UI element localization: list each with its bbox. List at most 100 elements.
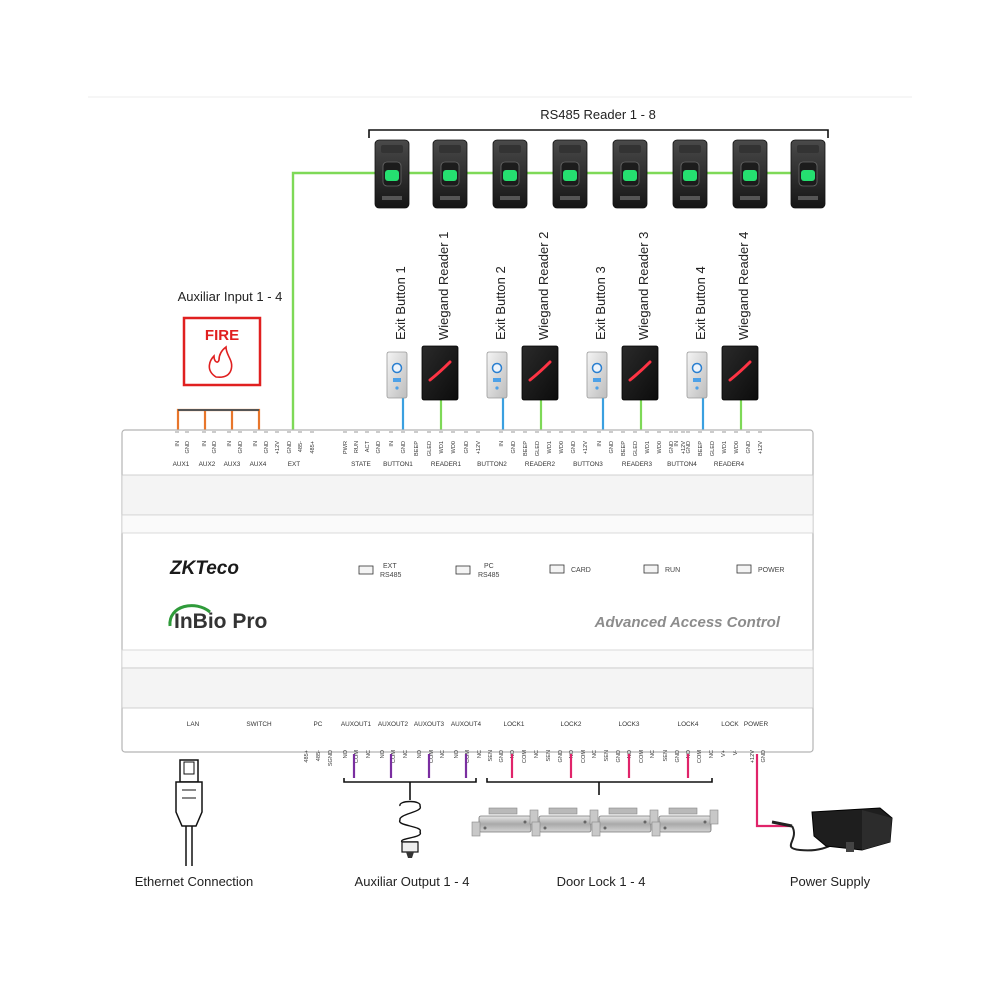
wiegand-reader-2	[520, 344, 560, 402]
fingerprint-reader-4	[552, 139, 588, 209]
top-pin-label: BEEP	[414, 441, 420, 456]
top-pin-label: IN	[597, 441, 603, 447]
terminal-pin	[535, 431, 539, 433]
bottom-group-label: LOCK2	[561, 721, 582, 728]
led-pc	[455, 565, 471, 575]
bottom-pin-label: NO	[569, 749, 575, 758]
top-pin-label: IN	[227, 441, 233, 447]
top-pin-label: GND	[376, 441, 382, 453]
wiegand-reader-4-label: Wiegand Reader 4	[736, 232, 751, 340]
top-pin-label: +12V	[758, 441, 764, 454]
terminal-pin	[511, 431, 515, 433]
top-pin-label: BEEP	[698, 441, 704, 456]
top-pin-label: WD0	[451, 441, 457, 453]
terminal-pin	[253, 431, 257, 433]
door-lock-4	[651, 807, 719, 837]
top-pin-label: RUN	[354, 441, 360, 453]
terminal-pin	[401, 431, 405, 433]
aux-input-wires	[176, 408, 261, 430]
ethernet-plug	[175, 759, 203, 866]
top-pin-label: +12V	[275, 441, 281, 454]
top-pin-label: WD0	[559, 441, 565, 453]
top-pin-label: GND	[464, 441, 470, 453]
aux-output-caption: Auxiliar Output 1 - 4	[355, 874, 470, 889]
bottom-pin-label: NO	[417, 749, 423, 758]
terminal-pin	[202, 431, 206, 433]
exit-button-1	[386, 351, 408, 399]
terminal-pin	[710, 431, 714, 433]
wiegand-reader-2-label: Wiegand Reader 2	[536, 232, 551, 340]
bottom-pin-label: GND	[675, 750, 681, 762]
top-pin-label: IN	[499, 441, 505, 447]
bottom-pin-label: NC	[650, 750, 656, 758]
terminal-pin	[227, 431, 231, 433]
top-group-label: AUX4	[250, 461, 267, 468]
lock-bracket	[486, 778, 713, 783]
bottom-group-label: LOCK	[721, 721, 739, 728]
top-pin-label: GND	[571, 441, 577, 453]
terminal-pin	[427, 431, 431, 433]
bottom-pin-label: SEN	[546, 750, 552, 762]
terminal-pin	[389, 431, 393, 433]
exit-button-3-label: Exit Button 3	[593, 266, 608, 340]
fire-label: FIRE	[205, 327, 239, 344]
fingerprint-reader-5	[612, 139, 648, 209]
terminal-pin	[287, 431, 291, 433]
top-pin-label: WD1	[645, 441, 651, 453]
top-pin-label: GLED	[710, 441, 716, 456]
top-pin-label: PWR	[343, 441, 349, 454]
bottom-group-label: SWITCH	[246, 721, 272, 728]
terminal-pin	[559, 431, 563, 433]
wiegand-reader-4	[720, 344, 760, 402]
terminal-pin	[185, 431, 189, 433]
bottom-group-label: PC	[314, 721, 323, 728]
terminal-pin	[686, 431, 690, 433]
top-pin-label: GND	[287, 441, 293, 453]
bottom-pin-label: NC	[534, 750, 540, 758]
door-locks	[471, 807, 719, 837]
aux-output-wires	[352, 754, 468, 778]
bottom-pin-label: NC	[709, 750, 715, 758]
power-adapter	[771, 807, 893, 852]
bottom-group-label: AUXOUT4	[451, 721, 482, 728]
led-ext-sublabel: RS485	[380, 572, 402, 579]
wiegand-reader-3-label: Wiegand Reader 3	[636, 232, 651, 340]
led-ext-label: EXT	[383, 563, 397, 570]
bottom-group-label: LOCK4	[678, 721, 699, 728]
terminal-pin	[681, 431, 685, 433]
bottom-pin-label: COM	[354, 750, 360, 763]
top-pin-label: GND	[746, 441, 752, 453]
top-group-label: BUTTON4	[667, 461, 697, 468]
swoosh-icon	[168, 604, 211, 627]
top-pin-label: IN	[253, 441, 259, 447]
model-name: InBio Pro	[174, 610, 267, 633]
terminal-pin	[275, 431, 279, 433]
door-lock-2	[531, 807, 599, 837]
terminal-pin	[238, 431, 242, 433]
top-pin-label: WD1	[722, 441, 728, 453]
fingerprint-reader-3	[492, 139, 528, 209]
top-pin-label: GND	[511, 441, 517, 453]
bottom-pin-label: NC	[440, 750, 446, 758]
bottom-pin-label: 485+	[304, 750, 310, 763]
aux-output-bracket	[343, 778, 477, 783]
top-pin-label: IN	[389, 441, 395, 447]
rs485-caption: RS485 Reader 1 - 8	[540, 107, 656, 122]
top-pin-label: +12V	[583, 441, 589, 454]
terminal-pin	[674, 431, 678, 433]
bottom-pin-label: NO	[627, 749, 633, 758]
door-lock-1	[471, 807, 539, 837]
fingerprint-reader-7	[732, 139, 768, 209]
rs485-bus-wire	[291, 171, 374, 430]
rs485-bracket	[368, 129, 829, 138]
led-card	[549, 564, 565, 574]
terminal-pin	[609, 431, 613, 433]
terminal-pin	[298, 431, 302, 433]
led-card-label: CARD	[571, 567, 591, 574]
terminal-pin	[499, 431, 503, 433]
bottom-pin-label: NC	[477, 750, 483, 758]
terminal-pin	[758, 431, 762, 433]
terminal-pin	[264, 431, 268, 433]
led-run-label: RUN	[665, 567, 680, 574]
